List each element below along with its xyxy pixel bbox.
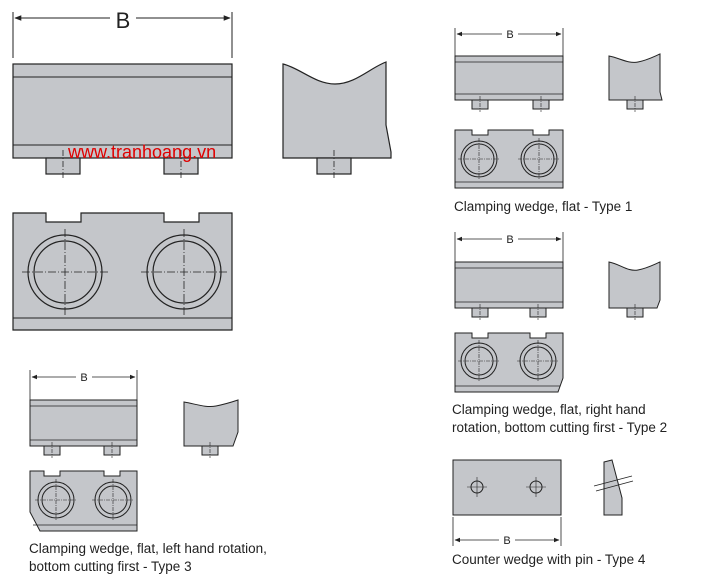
dimension-b-type1: B [454, 26, 564, 58]
caption-type4: Counter wedge with pin - Type 4 [452, 552, 646, 567]
dimension-b-label-type2: B [506, 234, 513, 246]
watermark-text: www.tranhoang.vn [68, 142, 217, 162]
large-bottom-view [12, 212, 233, 331]
dimension-b-type4: B [452, 517, 562, 547]
dimension-b-type3: B [29, 369, 138, 400]
caption-type1: Clamping wedge, flat - Type 1 [454, 199, 633, 214]
dimension-b-label: B [116, 8, 131, 33]
type1-wedge: B [454, 26, 663, 189]
large-front-view [12, 63, 233, 180]
dimension-b-label-type3: B [80, 372, 87, 384]
dimension-b-label-type4: B [503, 535, 510, 547]
type2-wedge: B [454, 231, 661, 393]
large-side-view [282, 61, 392, 180]
caption-type2-line1: Clamping wedge, flat, right hand [452, 402, 646, 417]
type4-counter-wedge: B [452, 459, 634, 547]
caption-type3-line2: bottom cutting first - Type 3 [29, 559, 192, 574]
dimension-b-type2: B [454, 231, 564, 262]
dimension-b-label-type1: B [506, 29, 513, 41]
caption-type2-line2: rotation, bottom cutting first - Type 2 [452, 420, 668, 435]
type3-wedge: B [29, 369, 239, 532]
large-wedge-detail: B [12, 6, 392, 331]
caption-type3-line1: Clamping wedge, flat, left hand rotation… [29, 541, 267, 556]
dimension-b-large: B [12, 6, 233, 58]
